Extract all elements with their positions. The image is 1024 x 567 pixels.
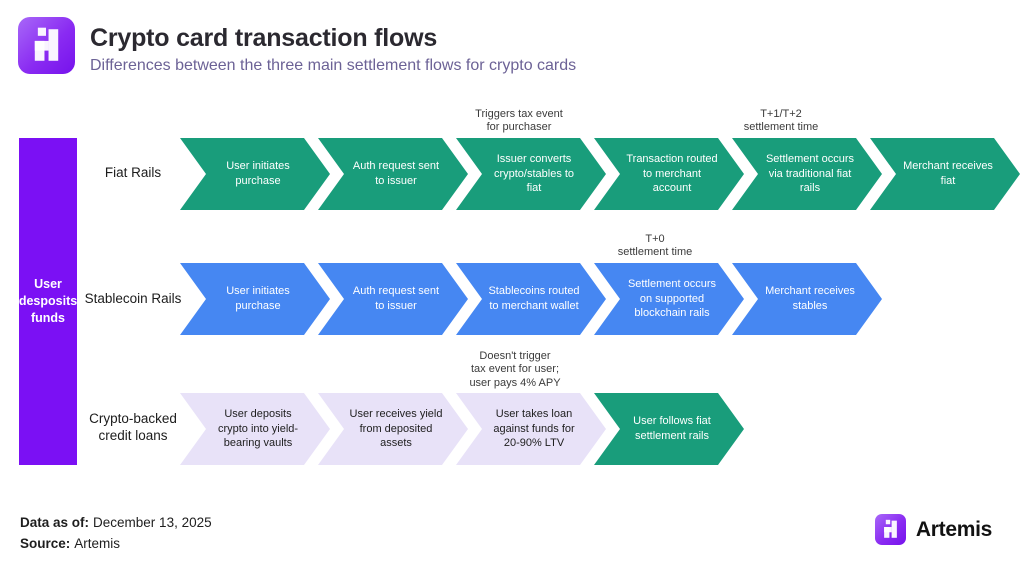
data-as-of-value: December 13, 2025: [93, 515, 212, 530]
brand-wordmark: Artemis: [915, 517, 992, 541]
flow-step-credit-4: User follows fiat settlement rails: [594, 393, 744, 465]
flow-step-stablecoin-4: Settlement occurs on supported blockchai…: [594, 263, 744, 335]
flow-step-label: Settlement occurs on supported blockchai…: [627, 278, 717, 320]
row-label-fiat-rails: Fiat Rails: [104, 165, 162, 180]
flow-step-stablecoin-5: Merchant receives stables: [732, 263, 882, 335]
flow-step-label: User takes loan against funds for 20-90%…: [493, 408, 575, 450]
flow-step-fiat-3: Issuer converts crypto/stables to fiat: [456, 138, 606, 210]
flow-step-fiat-5: Settlement occurs via traditional fiat r…: [732, 138, 882, 210]
flow-step-label: Merchant receives fiat: [903, 160, 993, 187]
flow-step-credit-3: User takes loan against funds for 20-90%…: [456, 393, 606, 465]
annotation-tax-event: Triggers tax event for purchaser: [475, 108, 563, 134]
flow-step-label: Auth request sent to issuer: [352, 285, 440, 312]
artemis-logo-icon: [18, 17, 75, 74]
flow-step-stablecoin-2: Auth request sent to issuer: [318, 263, 468, 335]
source-value: Artemis: [74, 536, 121, 551]
flow-step-label: User initiates purchase: [226, 285, 290, 312]
flow-step-label: Auth request sent to issuer: [352, 160, 440, 187]
artemis-logo-icon-small: [874, 514, 906, 545]
row-label-crypto-backed-credit-loans: Crypto-backed credit loans: [89, 411, 177, 443]
row-label-stablecoin-rails: Stablecoin Rails: [84, 291, 182, 306]
flow-step-label: Merchant receives stables: [765, 285, 855, 312]
flow-step-fiat-1: User initiates purchase: [180, 138, 330, 210]
source: Source:Artemis: [20, 533, 212, 554]
page-subtitle: Differences between the three main settl…: [90, 57, 577, 74]
data-as-of-label: Data as of:: [20, 515, 90, 530]
flow-step-label: User deposits crypto into yield-bearing …: [217, 408, 299, 450]
source-label: Source:: [20, 536, 71, 551]
flow-step-fiat-6: Merchant receives fiat: [870, 138, 1020, 210]
footer-meta: Data as of:December 13, 2025 Source:Arte…: [20, 512, 212, 554]
annotation-t0-settlement: T+0 settlement time: [617, 233, 693, 259]
flow-step-label: User receives yield from deposited asset…: [349, 408, 443, 450]
flow-step-label: Settlement occurs via traditional fiat r…: [765, 153, 855, 195]
page-title: Crypto card transaction flows: [90, 24, 438, 52]
annotation-no-tax-event-apy: Doesn't trigger tax event for user; user…: [469, 350, 561, 389]
flow-step-stablecoin-1: User initiates purchase: [180, 263, 330, 335]
footer-brand: Artemis: [874, 514, 992, 545]
flow-step-label: User initiates purchase: [226, 160, 290, 187]
flow-step-label: Issuer converts crypto/stables to fiat: [493, 153, 575, 195]
flow-step-label: User follows fiat settlement rails: [633, 415, 711, 442]
flow-step-fiat-2: Auth request sent to issuer: [318, 138, 468, 210]
flow-step-credit-2: User receives yield from deposited asset…: [318, 393, 468, 465]
user-deposits-bar: User desposits funds: [19, 138, 77, 465]
annotation-t1-t2-settlement: T+1/T+2 settlement time: [743, 108, 819, 134]
data-as-of: Data as of:December 13, 2025: [20, 512, 212, 533]
flow-step-stablecoin-3: Stablecoins routed to merchant wallet: [456, 263, 606, 335]
flow-step-label: Transaction routed to merchant account: [626, 153, 718, 195]
flow-step-fiat-4: Transaction routed to merchant account: [594, 138, 744, 210]
flow-step-credit-1: User deposits crypto into yield-bearing …: [180, 393, 330, 465]
flow-step-label: Stablecoins routed to merchant wallet: [488, 285, 580, 312]
